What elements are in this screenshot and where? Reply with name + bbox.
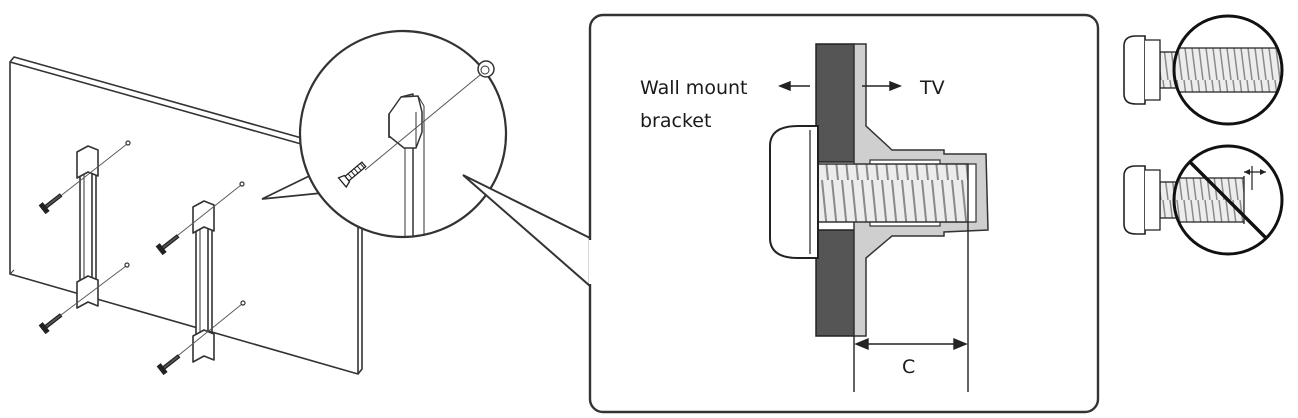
screw-head — [769, 125, 819, 259]
panel-screws — [38, 193, 181, 376]
cross-section-panel — [588, 13, 1100, 414]
wall-mount-bracket-label-line2: bracket — [640, 110, 712, 132]
dimension-c-label: C — [902, 356, 916, 378]
screw-gap-prohibited-icon — [1123, 144, 1284, 256]
magnifier-circle — [261, 29, 508, 239]
bracket-rail-left — [76, 145, 99, 309]
dimension-c — [853, 222, 969, 392]
screw-thread — [817, 163, 969, 223]
screw-icon — [156, 354, 181, 376]
tv-back-panel-illustration — [9, 56, 363, 375]
screw-fully-inserted-icon — [1123, 14, 1284, 126]
tv-label: TV — [920, 77, 945, 99]
screw-icon — [38, 193, 63, 215]
screw-icon — [38, 313, 63, 335]
screw-icon — [155, 234, 180, 256]
callout-pointer — [462, 174, 591, 289]
wall-mount-bracket-label-line1: Wall mount — [640, 77, 748, 99]
wall-bracket-section — [815, 43, 855, 163]
bracket-rail-right — [192, 200, 215, 363]
screw-icon — [337, 161, 367, 189]
